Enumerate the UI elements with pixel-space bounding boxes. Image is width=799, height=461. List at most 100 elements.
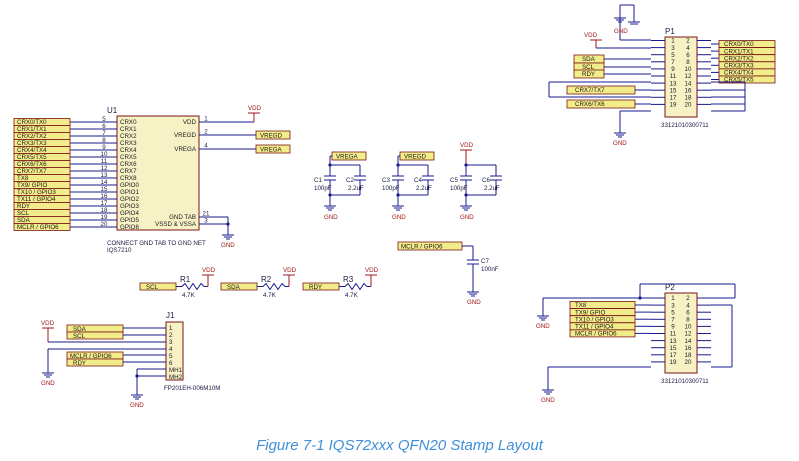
u1-pin-number: 16 [101, 193, 108, 200]
header-pin: 18 [685, 352, 692, 359]
svg-text:CRX0/TX0: CRX0/TX0 [724, 41, 754, 48]
svg-text:GND: GND [467, 299, 481, 306]
u1-pin-number: 21 [203, 211, 210, 218]
u1-pin-name: VREGD [174, 132, 197, 139]
svg-text:SDA: SDA [582, 56, 596, 63]
u1-net-label: CRX4/TX4 [17, 147, 47, 154]
header-pin: 15 [670, 87, 677, 94]
u1-pin-number: 8 [102, 137, 106, 144]
svg-text:GND: GND [613, 140, 627, 147]
u1-pin-name: CRX8 [120, 175, 137, 182]
u1-ref: U1 [107, 106, 118, 115]
svg-text:FP201EH-006M10M: FP201EH-006M10M [164, 385, 220, 392]
svg-text:GND: GND [541, 397, 555, 404]
u1-pin-number: 10 [101, 151, 108, 158]
svg-text:VREGA: VREGA [336, 154, 359, 161]
u1-net-label: SCL [17, 210, 30, 217]
svg-text:TX9/ GPIO: TX9/ GPIO [575, 309, 605, 316]
header-pin: 2 [686, 38, 690, 45]
u1-pin-number: 4 [204, 143, 208, 150]
u1-net-label: CRX1/TX1 [17, 126, 47, 133]
header-pin: 5 [671, 52, 675, 59]
svg-text:MCLR / GPIO6: MCLR / GPIO6 [70, 353, 112, 360]
u1-pin-name: GPIO4 [120, 210, 139, 217]
u1-pin-number: 17 [101, 200, 108, 207]
u1-right-wiring: VDD VREGD VREGA GND [212, 105, 291, 249]
cap-value: 100pF [314, 185, 332, 192]
cap-ref: C4 [414, 177, 422, 184]
u1-pin-number: 9 [102, 144, 106, 151]
u1-net-label: TX8 [17, 175, 29, 182]
u1-pin-number: 14 [101, 179, 108, 186]
svg-text:MCLR / GPIO6: MCLR / GPIO6 [401, 244, 443, 251]
header-pin: 14 [685, 338, 692, 345]
u1-net-label: TX10 / GPIO3 [17, 189, 56, 196]
header-pin: 17 [670, 352, 677, 359]
svg-text:VREGA: VREGA [260, 147, 283, 154]
header-pin: 17 [670, 95, 677, 102]
u1-pin-name: CRX0 [120, 119, 137, 126]
cap-ref: C1 [314, 177, 322, 184]
header-pin: 4 [686, 45, 690, 52]
header-pin: 6 [686, 52, 690, 59]
res-ref: R2 [261, 275, 272, 284]
res-ref: R3 [343, 275, 354, 284]
header-pin: 13 [670, 80, 677, 87]
u1-pin-number: 19 [101, 214, 108, 221]
u1-pin-number: 15 [101, 186, 108, 193]
svg-text:TX8: TX8 [575, 302, 587, 309]
u1-net-label: TX9/ GPIO [17, 182, 47, 189]
u1-pin-name: VDD [183, 119, 197, 126]
header-pin: 9 [671, 66, 675, 73]
u1-pin-name: CRX6 [120, 161, 137, 168]
u1-pin-number: 18 [101, 207, 108, 214]
cap-ref: C3 [382, 177, 390, 184]
u1-pin-name: CRX1 [120, 126, 137, 133]
header-pin: 2 [686, 295, 690, 302]
svg-text:GND: GND [460, 214, 474, 221]
u1-pin-name: GPIO5 [120, 217, 139, 224]
header-pin: 1 [671, 295, 675, 302]
u1-pin-name: GPIO2 [120, 196, 139, 203]
decoupling-caps: VREGAC1100pFC22.2uFGNDVREGDC3100pFC42.2u… [314, 142, 502, 221]
u1-pin-number: 7 [102, 130, 106, 137]
svg-text:GND: GND [536, 323, 550, 330]
header-pin: 14 [685, 80, 692, 87]
u1-pin-name: CRX3 [120, 140, 137, 147]
u1-pin-number: 5 [102, 116, 106, 123]
u1-net-label: CRX5/TX5 [17, 154, 47, 161]
svg-text:CRX3/TX3: CRX3/TX3 [724, 63, 754, 70]
svg-text:CRX1/TX1: CRX1/TX1 [724, 48, 754, 55]
svg-text:CRX2/TX2: CRX2/TX2 [724, 55, 754, 62]
svg-text:C7: C7 [481, 258, 489, 265]
header-pin: 1 [671, 38, 675, 45]
u1-pin-name: CRX7 [120, 168, 137, 175]
u1-pin-name: GPIO0 [120, 182, 139, 189]
svg-text:TX11 / GPIO4: TX11 / GPIO4 [575, 324, 614, 331]
u1-pin-number: 6 [102, 123, 106, 130]
u1-net-label: CRX2/TX2 [17, 133, 47, 140]
svg-text:GND: GND [324, 214, 338, 221]
header-pin: 20 [685, 359, 692, 366]
svg-text:VDD: VDD [41, 320, 55, 327]
header-pin: 3 [671, 302, 675, 309]
u1-pin-number: 11 [101, 158, 108, 165]
u1-net-label: CRX7/TX7 [17, 168, 47, 175]
cap-value: 2.2uF [484, 185, 500, 192]
p1-net-tag [718, 75, 776, 84]
gnd-label-u1: GND [221, 242, 235, 249]
res-value: 4.7K [182, 292, 196, 299]
j1-pin: MH1 [169, 367, 183, 374]
cap-ref: C5 [450, 177, 458, 184]
svg-text:VREGD: VREGD [260, 133, 283, 140]
svg-text:MCLR / GPIO6: MCLR / GPIO6 [575, 331, 617, 338]
svg-text:33121010300711: 33121010300711 [661, 378, 709, 385]
svg-text:VDD: VDD [460, 142, 474, 149]
header-pin: 6 [686, 309, 690, 316]
header-pin: 10 [685, 66, 692, 73]
j1-pin: 3 [169, 339, 173, 346]
header-pin: 5 [671, 309, 675, 316]
